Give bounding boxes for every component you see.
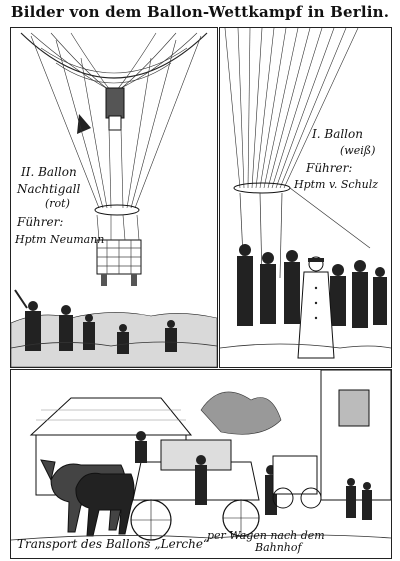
illustration-balloon-first: I. Ballon (weiß) Führer: Hptm v. Schulz: [219, 27, 392, 368]
page-title: Bilder von dem Ballon-Wettkampf in Berli…: [10, 3, 390, 21]
transport-caption-destination: Bahnhof: [255, 541, 302, 554]
balloon-color-note: (weiß): [340, 144, 376, 157]
pilot-name: Hptm Neumann: [15, 233, 105, 246]
balloon-name-caption: I. Ballon: [312, 127, 363, 141]
illustration-balloon-transport: Transport des Ballons „Lerche“ per Wagen…: [10, 369, 392, 559]
transport-wagon-drawing: [11, 370, 391, 541]
illustration-balloon-nachtigall: II. Ballon Nachtigall (rot) Führer: Hptm…: [10, 27, 218, 368]
pilot-name: Hptm v. Schulz: [294, 178, 379, 191]
balloon-nachtigall-drawing: [11, 32, 217, 367]
pilot-label: Führer:: [17, 215, 64, 229]
balloon-name-caption: II. Ballon: [21, 165, 77, 179]
transport-caption-continued: per Wagen nach dem: [207, 529, 325, 542]
pilot-label: Führer:: [306, 161, 353, 175]
transport-caption: Transport des Ballons „Lerche“: [17, 537, 210, 551]
balloon-name-nachtigall: Nachtigall: [17, 182, 81, 196]
balloon-color-note: (rot): [45, 197, 70, 210]
balloon-first-drawing: [220, 28, 391, 359]
